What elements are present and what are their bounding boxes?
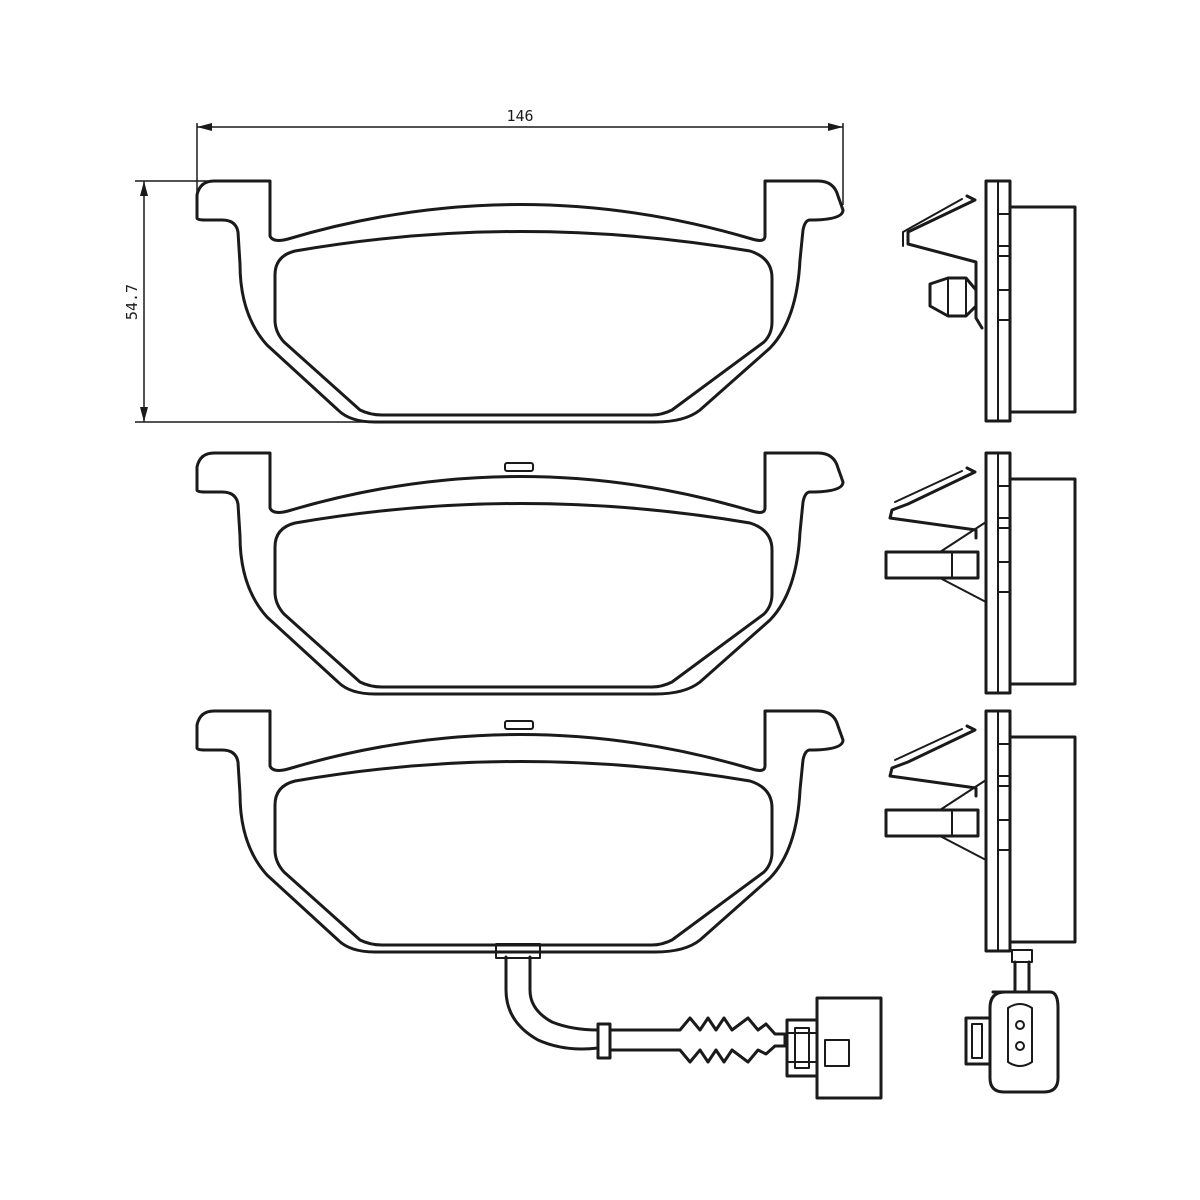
brake-pad-side-view-3 [884,709,1077,953]
brake-pad-side-view-2 [884,451,1077,695]
height-dimension: 54.7 [123,180,380,423]
brake-pad-front-view-1 [195,179,845,424]
sensor-connector-front [785,996,883,1100]
brake-pad-front-view-2 [195,451,845,696]
width-dimension-label: 146 [506,107,533,125]
brake-pad-front-view-3 [195,709,845,959]
wear-sensor-cable [504,955,787,1064]
sensor-connector-side [964,949,1060,1094]
brake-pad-side-view-1 [902,179,1077,423]
width-dimension: 146 [196,107,844,214]
height-dimension-label: 54.7 [123,284,141,320]
